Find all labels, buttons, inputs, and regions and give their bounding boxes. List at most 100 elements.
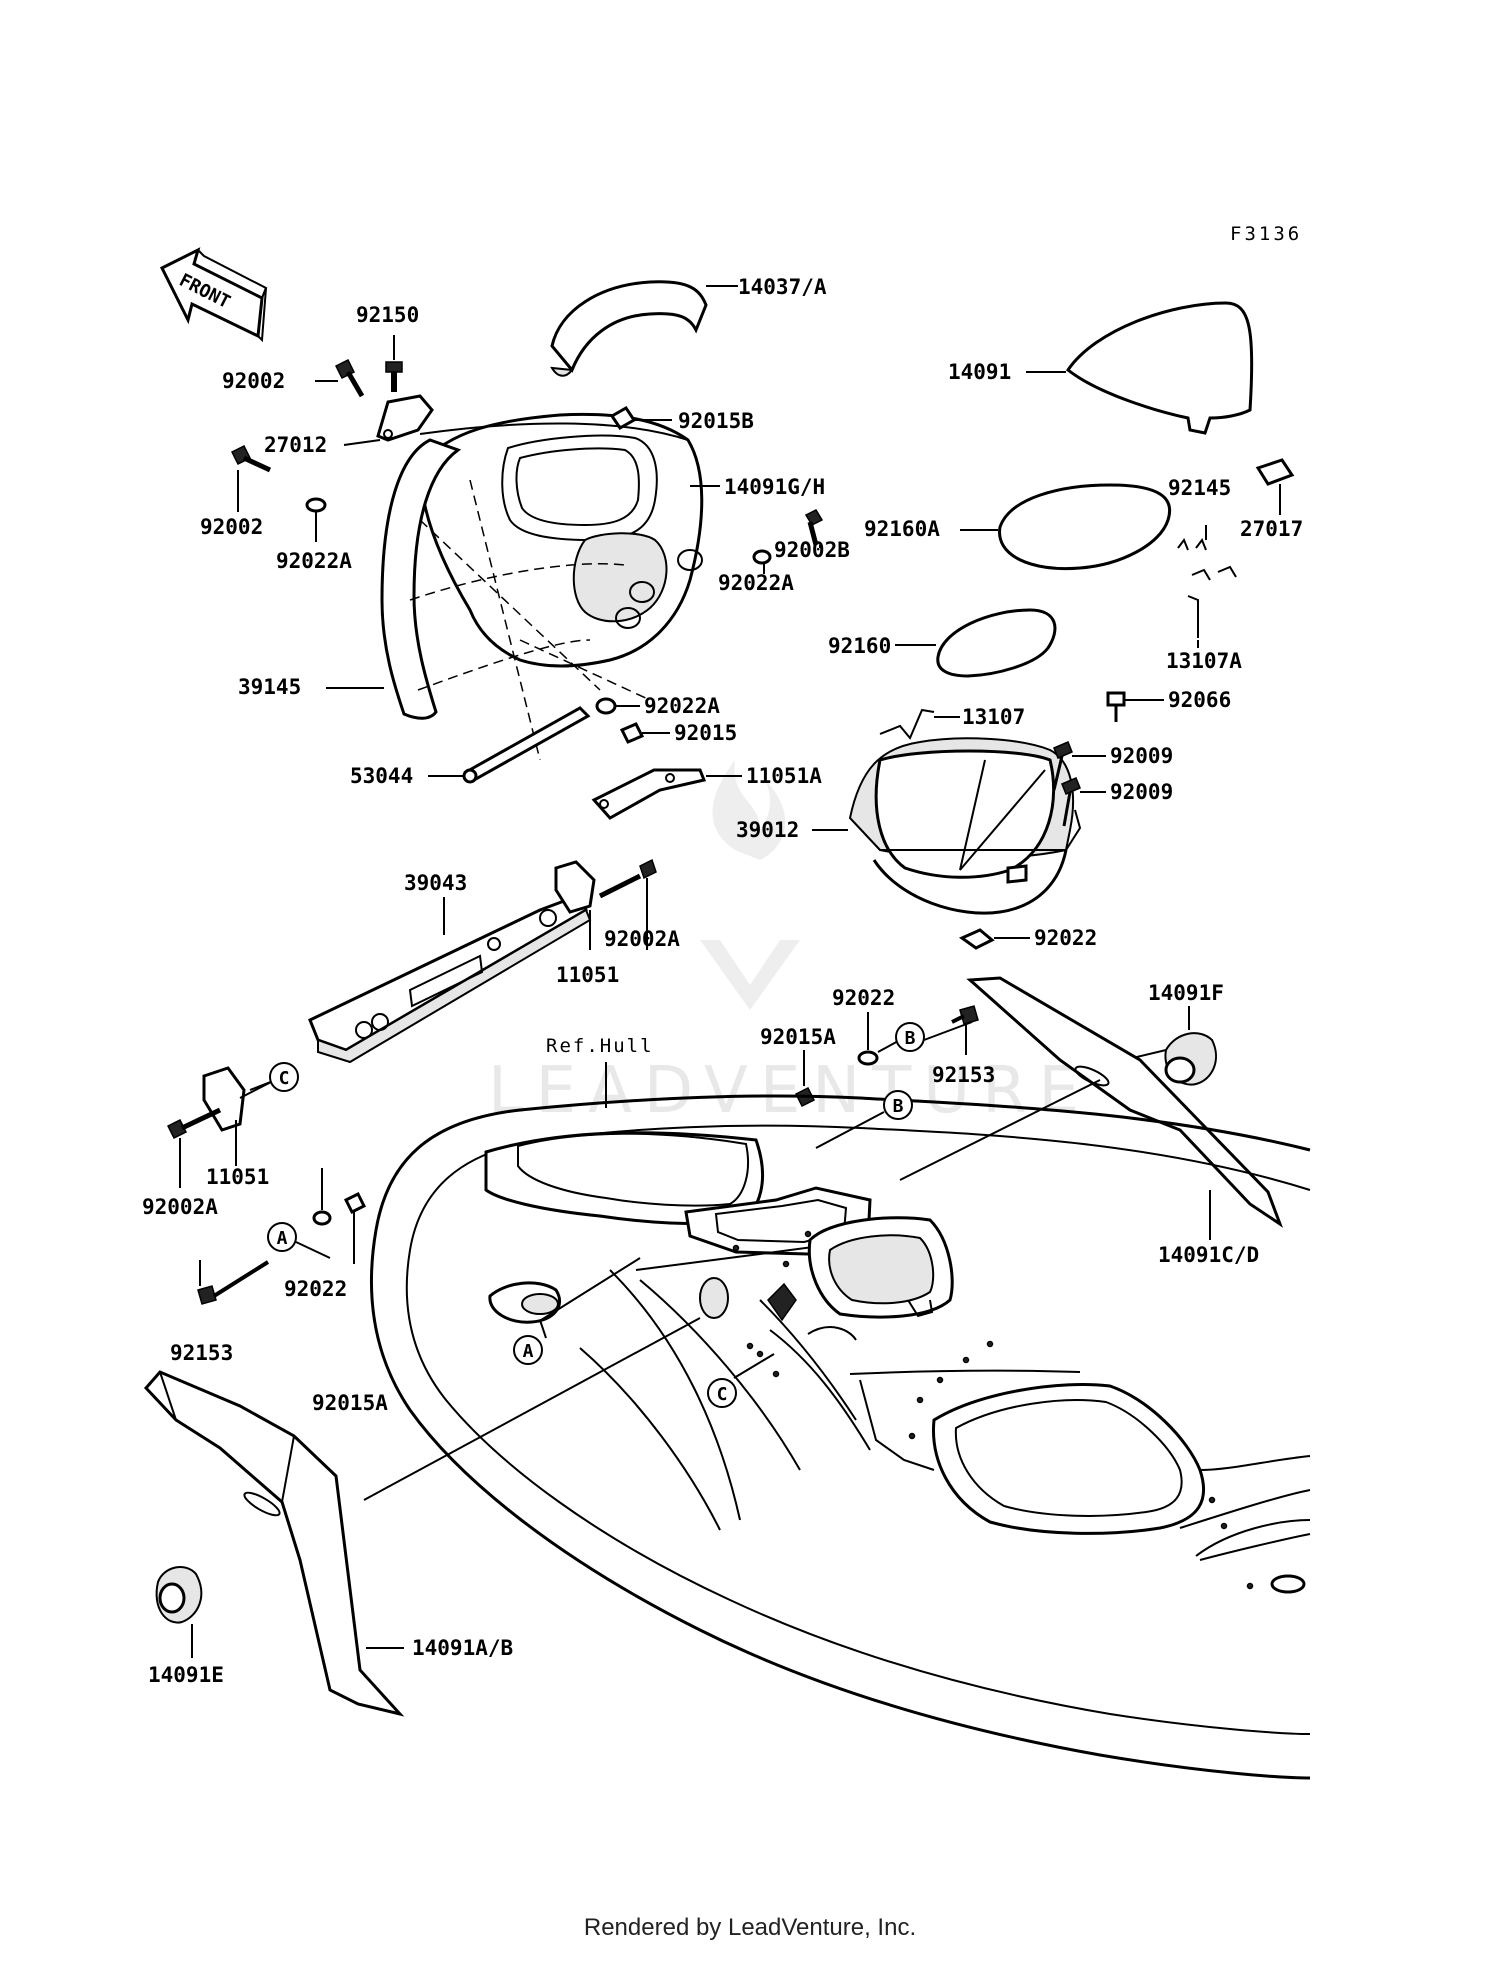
nut-92015a-low — [343, 1191, 367, 1264]
bolt-92002a-low — [166, 1107, 222, 1188]
svg-text:B: B — [893, 1096, 904, 1117]
label-14091gh: 14091G/H — [724, 475, 825, 499]
ref-hull-label: Ref.Hull — [546, 1035, 654, 1057]
callout-c-panel: C — [269, 1062, 299, 1092]
callout-c-hull: C — [707, 1378, 737, 1408]
label-39043: 39043 — [404, 871, 467, 895]
svg-text:A: A — [523, 1341, 534, 1362]
label-92009-b: 92009 — [1110, 780, 1173, 804]
bolt-92002-left — [230, 444, 272, 512]
pad-92160 — [895, 608, 1057, 678]
screw-92009-a — [1052, 741, 1106, 791]
callout-leaders — [249, 1021, 1101, 1501]
pad-27017 — [1255, 458, 1295, 515]
bolt-92153-low — [197, 1260, 270, 1305]
label-92015a-mid: 92015A — [760, 1025, 836, 1049]
storage-bin-39012 — [812, 737, 1082, 915]
bolt-92153-mid — [951, 1005, 979, 1055]
svg-text:B: B — [905, 1028, 916, 1049]
nut-92015b — [609, 406, 672, 430]
svg-text:C: C — [279, 1068, 290, 1089]
bracket-11051-low — [202, 1066, 276, 1166]
label-92015a-low: 92015A — [312, 1391, 388, 1415]
label-13107: 13107 — [962, 705, 1025, 729]
svg-text:A: A — [277, 1228, 288, 1249]
label-92160: 92160 — [828, 634, 891, 658]
callout-a-hull: A — [513, 1335, 543, 1365]
svg-text:C: C — [717, 1384, 728, 1405]
panel-39043 — [308, 893, 592, 1064]
washer-92022-mid — [857, 1012, 901, 1066]
label-92150: 92150 — [356, 303, 419, 327]
label-14091cd: 14091C/D — [1158, 1243, 1259, 1267]
label-92160a: 92160A — [864, 517, 940, 541]
label-92153-mid: 92153 — [932, 1063, 995, 1087]
label-92002b: 92002B — [774, 538, 850, 562]
side-trim-14091ab — [143, 1370, 405, 1717]
label-13107a: 13107A — [1166, 649, 1242, 673]
label-92002-left: 92002 — [200, 515, 263, 539]
label-39012: 39012 — [736, 818, 799, 842]
washer-92022a-mid — [752, 549, 772, 574]
screw-92066 — [1106, 691, 1164, 722]
bolt-92002-top — [315, 358, 365, 398]
footer-credit: Rendered by LeadVenture, Inc. — [583, 1914, 917, 1941]
grab-handle-14037a — [550, 280, 738, 377]
label-92022-low: 92022 — [284, 1277, 347, 1301]
cap-14091f — [1123, 1006, 1217, 1086]
label-92015b: 92015B — [678, 409, 754, 433]
bolt-92150 — [385, 335, 403, 392]
label-92002a-top: 92002A — [604, 927, 680, 951]
label-14091ab: 14091A/B — [412, 1636, 513, 1660]
label-92066: 92066 — [1168, 688, 1231, 712]
washer-92022a-low — [595, 697, 640, 715]
bolt-92002b — [804, 509, 824, 548]
rod-53044 — [428, 706, 591, 784]
cover-39145 — [326, 422, 689, 761]
label-92022a-mid: 92022A — [718, 571, 794, 595]
label-14037a: 14037/A — [738, 275, 827, 299]
label-11051-top: 11051 — [556, 963, 619, 987]
washer-92022-right — [958, 928, 1030, 950]
label-11051-low: 11051 — [206, 1165, 269, 1189]
label-39145: 39145 — [238, 675, 301, 699]
watermark-text: LEADVENTURE — [488, 1054, 1091, 1128]
label-92153-low: 92153 — [170, 1341, 233, 1365]
label-14091f: 14091F — [1148, 981, 1224, 1005]
bracket-11051a — [591, 768, 742, 820]
label-11051a: 11051A — [746, 764, 822, 788]
label-92015: 92015 — [674, 721, 737, 745]
label-53044: 53044 — [350, 764, 413, 788]
label-92022a-left: 92022A — [276, 549, 352, 573]
watermark: LEADVENTURE — [488, 760, 1091, 1128]
label-92022a-low: 92022A — [644, 694, 720, 718]
pad-92160a — [960, 483, 1171, 571]
label-92002a-low: 92002A — [142, 1195, 218, 1219]
label-92022-right: 92022 — [1034, 926, 1097, 950]
screw-92009-b — [1061, 777, 1106, 827]
label-92002-top: 92002 — [222, 369, 285, 393]
figure-code: F3136 — [1230, 223, 1302, 245]
label-14091: 14091 — [948, 360, 1011, 384]
cap-14091e — [155, 1566, 203, 1658]
clips-92145 — [1177, 525, 1237, 581]
washer-92022a-left — [305, 497, 327, 542]
nut-92015 — [619, 722, 670, 744]
cowl-14091gh — [418, 412, 720, 668]
strap-13107a — [1187, 595, 1199, 648]
front-arrow: FRONT — [159, 247, 268, 343]
callout-b-hull: B — [883, 1090, 913, 1120]
callout-b-fastener: B — [895, 1022, 925, 1052]
strap-13107 — [879, 708, 960, 740]
part-labels: 14037/A 14091 92150 92002 92015B 27012 1… — [142, 275, 1303, 1687]
label-92022-mid: 92022 — [832, 986, 895, 1010]
lid-14091 — [1026, 301, 1254, 435]
label-92145: 92145 — [1168, 476, 1231, 500]
bracket-11051-top — [554, 860, 596, 950]
bracket-27012 — [343, 394, 434, 446]
bolt-92002a-top — [598, 858, 657, 950]
label-92009-a: 92009 — [1110, 744, 1173, 768]
callout-a-fastener: A — [267, 1222, 297, 1252]
label-27012: 27012 — [264, 433, 327, 457]
